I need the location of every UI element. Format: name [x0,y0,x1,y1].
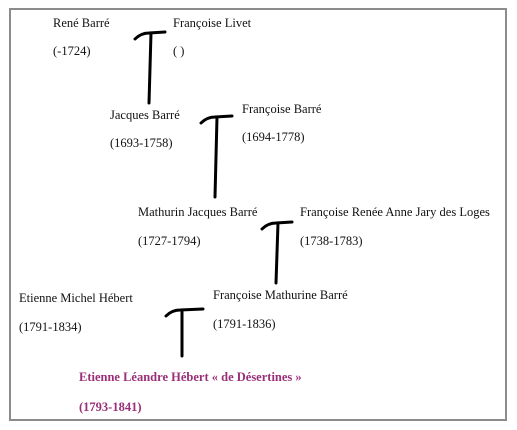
person-jacques-barre-dates: (1693-1758) [110,136,173,150]
person-etienne-michel-hebert-name: Etienne Michel Hébert [19,291,133,305]
person-jacques-barre-name: Jacques Barré [110,108,180,122]
person-francoise-mathurine-barre-dates: (1791-1836) [213,317,276,331]
person-francoise-livet-name: Françoise Livet [173,16,252,30]
family-tree-frame [9,8,507,421]
person-rene-barre-dates: (-1724) [53,44,91,58]
person-etienne-michel-hebert-dates: (1791-1834) [19,320,82,334]
person-etienne-leandre-hebert-dates: (1793-1841) [79,400,142,414]
person-francoise-mathurine-barre-name: Françoise Mathurine Barré [213,288,348,302]
person-etienne-leandre-hebert-name: Etienne Léandre Hébert « de Désertines » [79,370,302,384]
person-francoise-barre-name: Françoise Barré [242,102,322,116]
person-francoise-renee-anne-jary-name: Françoise Renée Anne Jary des Loges [300,205,490,219]
person-mathurin-jacques-barre-name: Mathurin Jacques Barré [138,205,258,219]
person-rene-barre-name: René Barré [53,16,110,30]
person-francoise-livet-dates: ( ) [173,44,185,58]
person-francoise-barre-dates: (1694-1778) [242,130,305,144]
person-mathurin-jacques-barre-dates: (1727-1794) [138,234,201,248]
person-francoise-renee-anne-jary-dates: (1738-1783) [300,234,363,248]
